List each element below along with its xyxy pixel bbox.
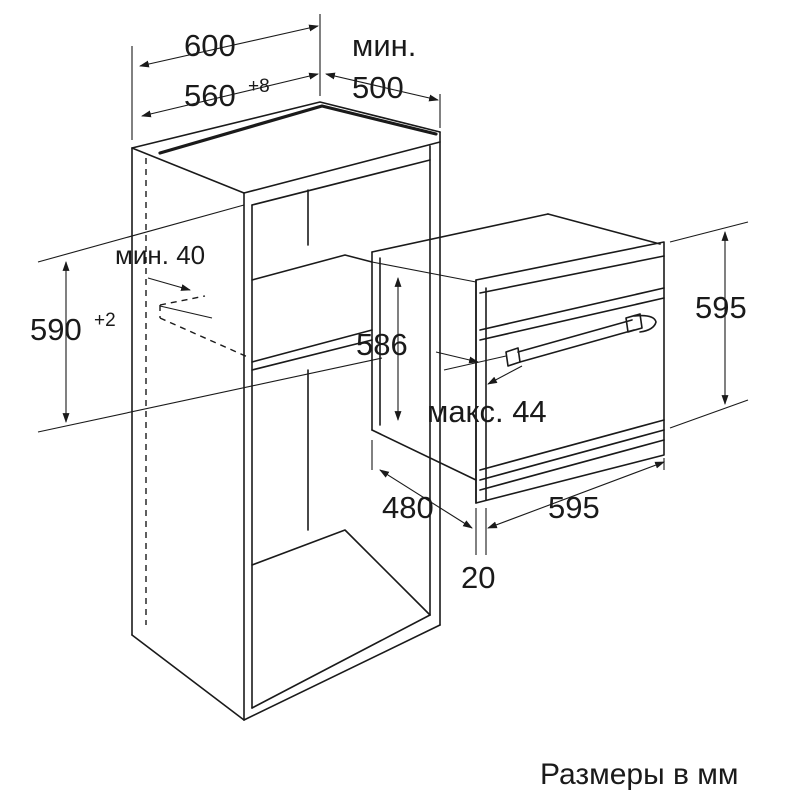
label-cabinet-width: 600 — [184, 28, 236, 63]
label-oven-front-height: 595 — [695, 290, 747, 325]
label-niche-height: 590 — [30, 312, 82, 347]
label-depth-min-prefix: мин. — [352, 28, 416, 63]
label-niche-width-tol: +8 — [248, 76, 270, 97]
label-oven-depth: 480 — [382, 490, 434, 525]
cabinet — [131, 101, 441, 721]
label-front-offset: 20 — [461, 560, 495, 595]
label-oven-width: 595 — [548, 490, 600, 525]
label-max-thickness: макс. 44 — [427, 394, 547, 429]
label-oven-body-height: 586 — [356, 327, 408, 362]
oven — [371, 213, 665, 504]
caption-units: Размеры в мм — [540, 758, 739, 791]
label-niche-height-tol: +2 — [94, 310, 116, 331]
dimension-labels: 600 560 +8 мин. 500 мин. 40 590 +2 586 5… — [30, 28, 747, 791]
dimension-lines — [37, 14, 749, 555]
label-vent-gap: мин. 40 — [115, 240, 205, 270]
label-depth-min: 500 — [352, 70, 404, 105]
label-niche-width: 560 — [184, 78, 236, 113]
